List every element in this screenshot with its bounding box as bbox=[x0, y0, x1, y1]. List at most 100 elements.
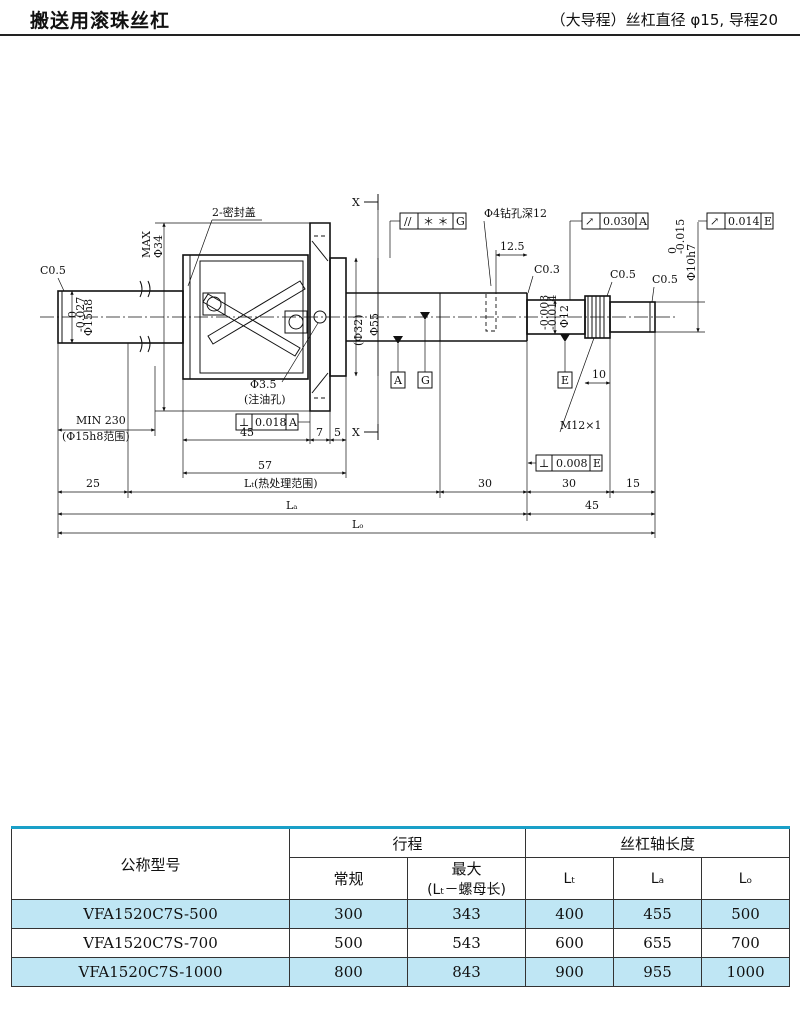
label-chamfer-03: C0.3 bbox=[534, 263, 560, 276]
label-min230: MIN 230 bbox=[76, 414, 126, 427]
label-oil-hole: Φ3.5 bbox=[250, 378, 277, 391]
label-gd-e-val: 0.014 bbox=[728, 215, 760, 228]
label-dim-15: 15 bbox=[626, 477, 640, 490]
label-gd-g-sym: ∕∕ bbox=[404, 215, 412, 228]
label-phi34: Φ34 bbox=[152, 235, 165, 258]
cell-max: 543 bbox=[406, 928, 527, 958]
label-datum-a: A bbox=[393, 374, 403, 387]
label-tol-10h7-bot: -0.015 bbox=[674, 219, 687, 254]
label-dim-10: 10 bbox=[592, 368, 606, 381]
label-chamfer-05b: C0.5 bbox=[652, 273, 678, 286]
cell-max: 843 bbox=[406, 957, 527, 987]
ball-screw-drawing: X X MAX Φ34 Φ15h8 0 -0.027 (Φ32) Φ55 Φ12… bbox=[0, 36, 800, 556]
label-gd-a-sym: ↗ bbox=[585, 215, 594, 228]
label-tol-15h8-top: 0 bbox=[66, 311, 79, 318]
cell-normal: 500 bbox=[289, 928, 408, 958]
gdt-frame-a-runout: ↗ 0.030 A bbox=[569, 212, 649, 300]
table-row: VFA1520C7S-1000 800 843 900 955 1000 bbox=[11, 957, 791, 987]
label-phi32: (Φ32) bbox=[352, 314, 365, 346]
cell-la: 455 bbox=[613, 899, 703, 929]
label-chamfer-left: C0.5 bbox=[40, 264, 66, 277]
label-dim-30a: 30 bbox=[478, 477, 492, 490]
label-phi12: Φ12 bbox=[558, 305, 571, 328]
label-dim-125: 12.5 bbox=[500, 240, 525, 253]
label-perp-e-val: 0.008 bbox=[556, 457, 588, 470]
label-seal: 2-密封盖 bbox=[212, 205, 256, 219]
datum-symbols: A G E 10 bbox=[390, 312, 611, 389]
header-stroke: 行程 bbox=[288, 827, 527, 858]
cell-la: 655 bbox=[613, 928, 703, 958]
header-model: 公称型号 bbox=[11, 827, 290, 900]
drawing-svg: X X MAX Φ34 Φ15h8 0 -0.027 (Φ32) Φ55 Φ12… bbox=[40, 194, 774, 538]
cell-model: VFA1520C7S-1000 bbox=[11, 957, 290, 987]
label-perp-e-ref: E bbox=[593, 457, 601, 470]
label-tol-12-top: -0.003 bbox=[538, 295, 551, 330]
cell-lo: 500 bbox=[701, 899, 791, 929]
label-phi55: Φ55 bbox=[368, 313, 381, 336]
cell-max: 343 bbox=[406, 899, 527, 929]
label-gd-g-val: ＊ ＊ bbox=[423, 215, 449, 228]
gdt-perp-a: ⊥ 0.018 A bbox=[235, 413, 310, 431]
label-lo-label: Lₒ bbox=[352, 518, 364, 531]
cell-normal: 800 bbox=[289, 957, 408, 987]
label-tol-12-bot: -0.014 bbox=[546, 295, 559, 330]
label-dim-45: 45 bbox=[240, 426, 254, 439]
label-perp-a-sym: ⊥ bbox=[239, 416, 249, 429]
cell-lo: 1000 bbox=[701, 957, 791, 987]
label-section-x-bot: X bbox=[352, 426, 360, 439]
label-thread: M12×1 bbox=[560, 419, 601, 432]
table-header-row-1: 公称型号 行程 丝杠轴长度 bbox=[11, 827, 791, 900]
label-phi10h7: Φ10h7 bbox=[685, 244, 698, 281]
page-header: 搬送用滚珠丝杠 （大导程）丝杠直径 φ15, 导程20 bbox=[0, 0, 800, 36]
label-perp-a-ref: A bbox=[288, 416, 298, 429]
label-perp-e-sym: ⊥ bbox=[539, 457, 549, 470]
label-lt-label: Lₜ(热处理范围) bbox=[244, 476, 318, 490]
label-dim-7: 7 bbox=[316, 426, 323, 439]
page-subtitle: （大导程）丝杠直径 φ15, 导程20 bbox=[550, 11, 778, 29]
gdt-frame-e-runout: ↗ 0.014 E bbox=[698, 212, 774, 230]
label-dim-5: 5 bbox=[334, 426, 341, 439]
cell-normal: 300 bbox=[289, 899, 408, 929]
label-gd-g-ref: G bbox=[456, 215, 465, 228]
header-la: Lₐ bbox=[613, 857, 703, 900]
label-min230-note: (Φ15h8范围) bbox=[62, 429, 130, 443]
header-lt: Lₜ bbox=[525, 857, 615, 900]
label-oil-hole-note: (注油孔) bbox=[244, 392, 286, 406]
table-header-row-3: Lₜ Lₐ Lₒ bbox=[12, 857, 791, 900]
label-datum-e: E bbox=[561, 374, 569, 387]
cell-model: VFA1520C7S-500 bbox=[11, 899, 290, 929]
cell-lt: 400 bbox=[525, 899, 615, 929]
header-lo: Lₒ bbox=[701, 857, 791, 900]
label-phi15h8: Φ15h8 bbox=[82, 299, 95, 336]
header-shaft-length: 丝杠轴长度 bbox=[525, 827, 791, 858]
header-rule bbox=[0, 34, 800, 36]
label-gd-e-ref: E bbox=[764, 215, 772, 228]
label-max: MAX bbox=[140, 231, 153, 258]
diameter-dims: MAX Φ34 Φ15h8 0 -0.027 (Φ32) Φ55 Φ12 -0.… bbox=[66, 219, 705, 412]
label-datum-g: G bbox=[421, 374, 430, 387]
label-section-x-top: X bbox=[352, 196, 360, 209]
cell-la: 955 bbox=[613, 957, 703, 987]
length-dims: 45 7 5 57 25 Lₜ(热处理范围) 30 30 15 Lₐ 45 Lₒ bbox=[57, 426, 656, 535]
label-dim-30b: 30 bbox=[562, 477, 576, 490]
label-gd-a-val: 0.030 bbox=[603, 215, 635, 228]
label-dim-25: 25 bbox=[86, 477, 100, 490]
label-dim-45b: 45 bbox=[585, 499, 599, 512]
dim-min230: MIN 230 (Φ15h8范围) bbox=[57, 366, 156, 443]
cell-lo: 700 bbox=[701, 928, 791, 958]
cell-lt: 900 bbox=[525, 957, 615, 987]
gdt-frame-g: ∕∕ ＊ ＊ G bbox=[389, 212, 467, 258]
cell-lt: 600 bbox=[525, 928, 615, 958]
label-la-label: Lₐ bbox=[286, 499, 298, 512]
label-drill: Φ4钻孔深12 bbox=[484, 206, 547, 220]
table-row: VFA1520C7S-700 500 543 600 655 700 bbox=[11, 928, 791, 958]
header-max-line2: (Lₜ－螺母长) bbox=[427, 882, 506, 898]
label-tol-15h8-bot: -0.027 bbox=[74, 297, 87, 332]
header-max-line1: 最大 bbox=[451, 860, 482, 878]
cell-model: VFA1520C7S-700 bbox=[11, 928, 290, 958]
label-chamfer-05a: C0.5 bbox=[610, 268, 636, 281]
table-row: VFA1520C7S-500 300 343 400 455 500 bbox=[11, 899, 791, 929]
header-normal: 常规 bbox=[289, 857, 408, 900]
label-gd-a-ref: A bbox=[638, 215, 648, 228]
label-gd-e-sym: ↗ bbox=[710, 215, 719, 228]
